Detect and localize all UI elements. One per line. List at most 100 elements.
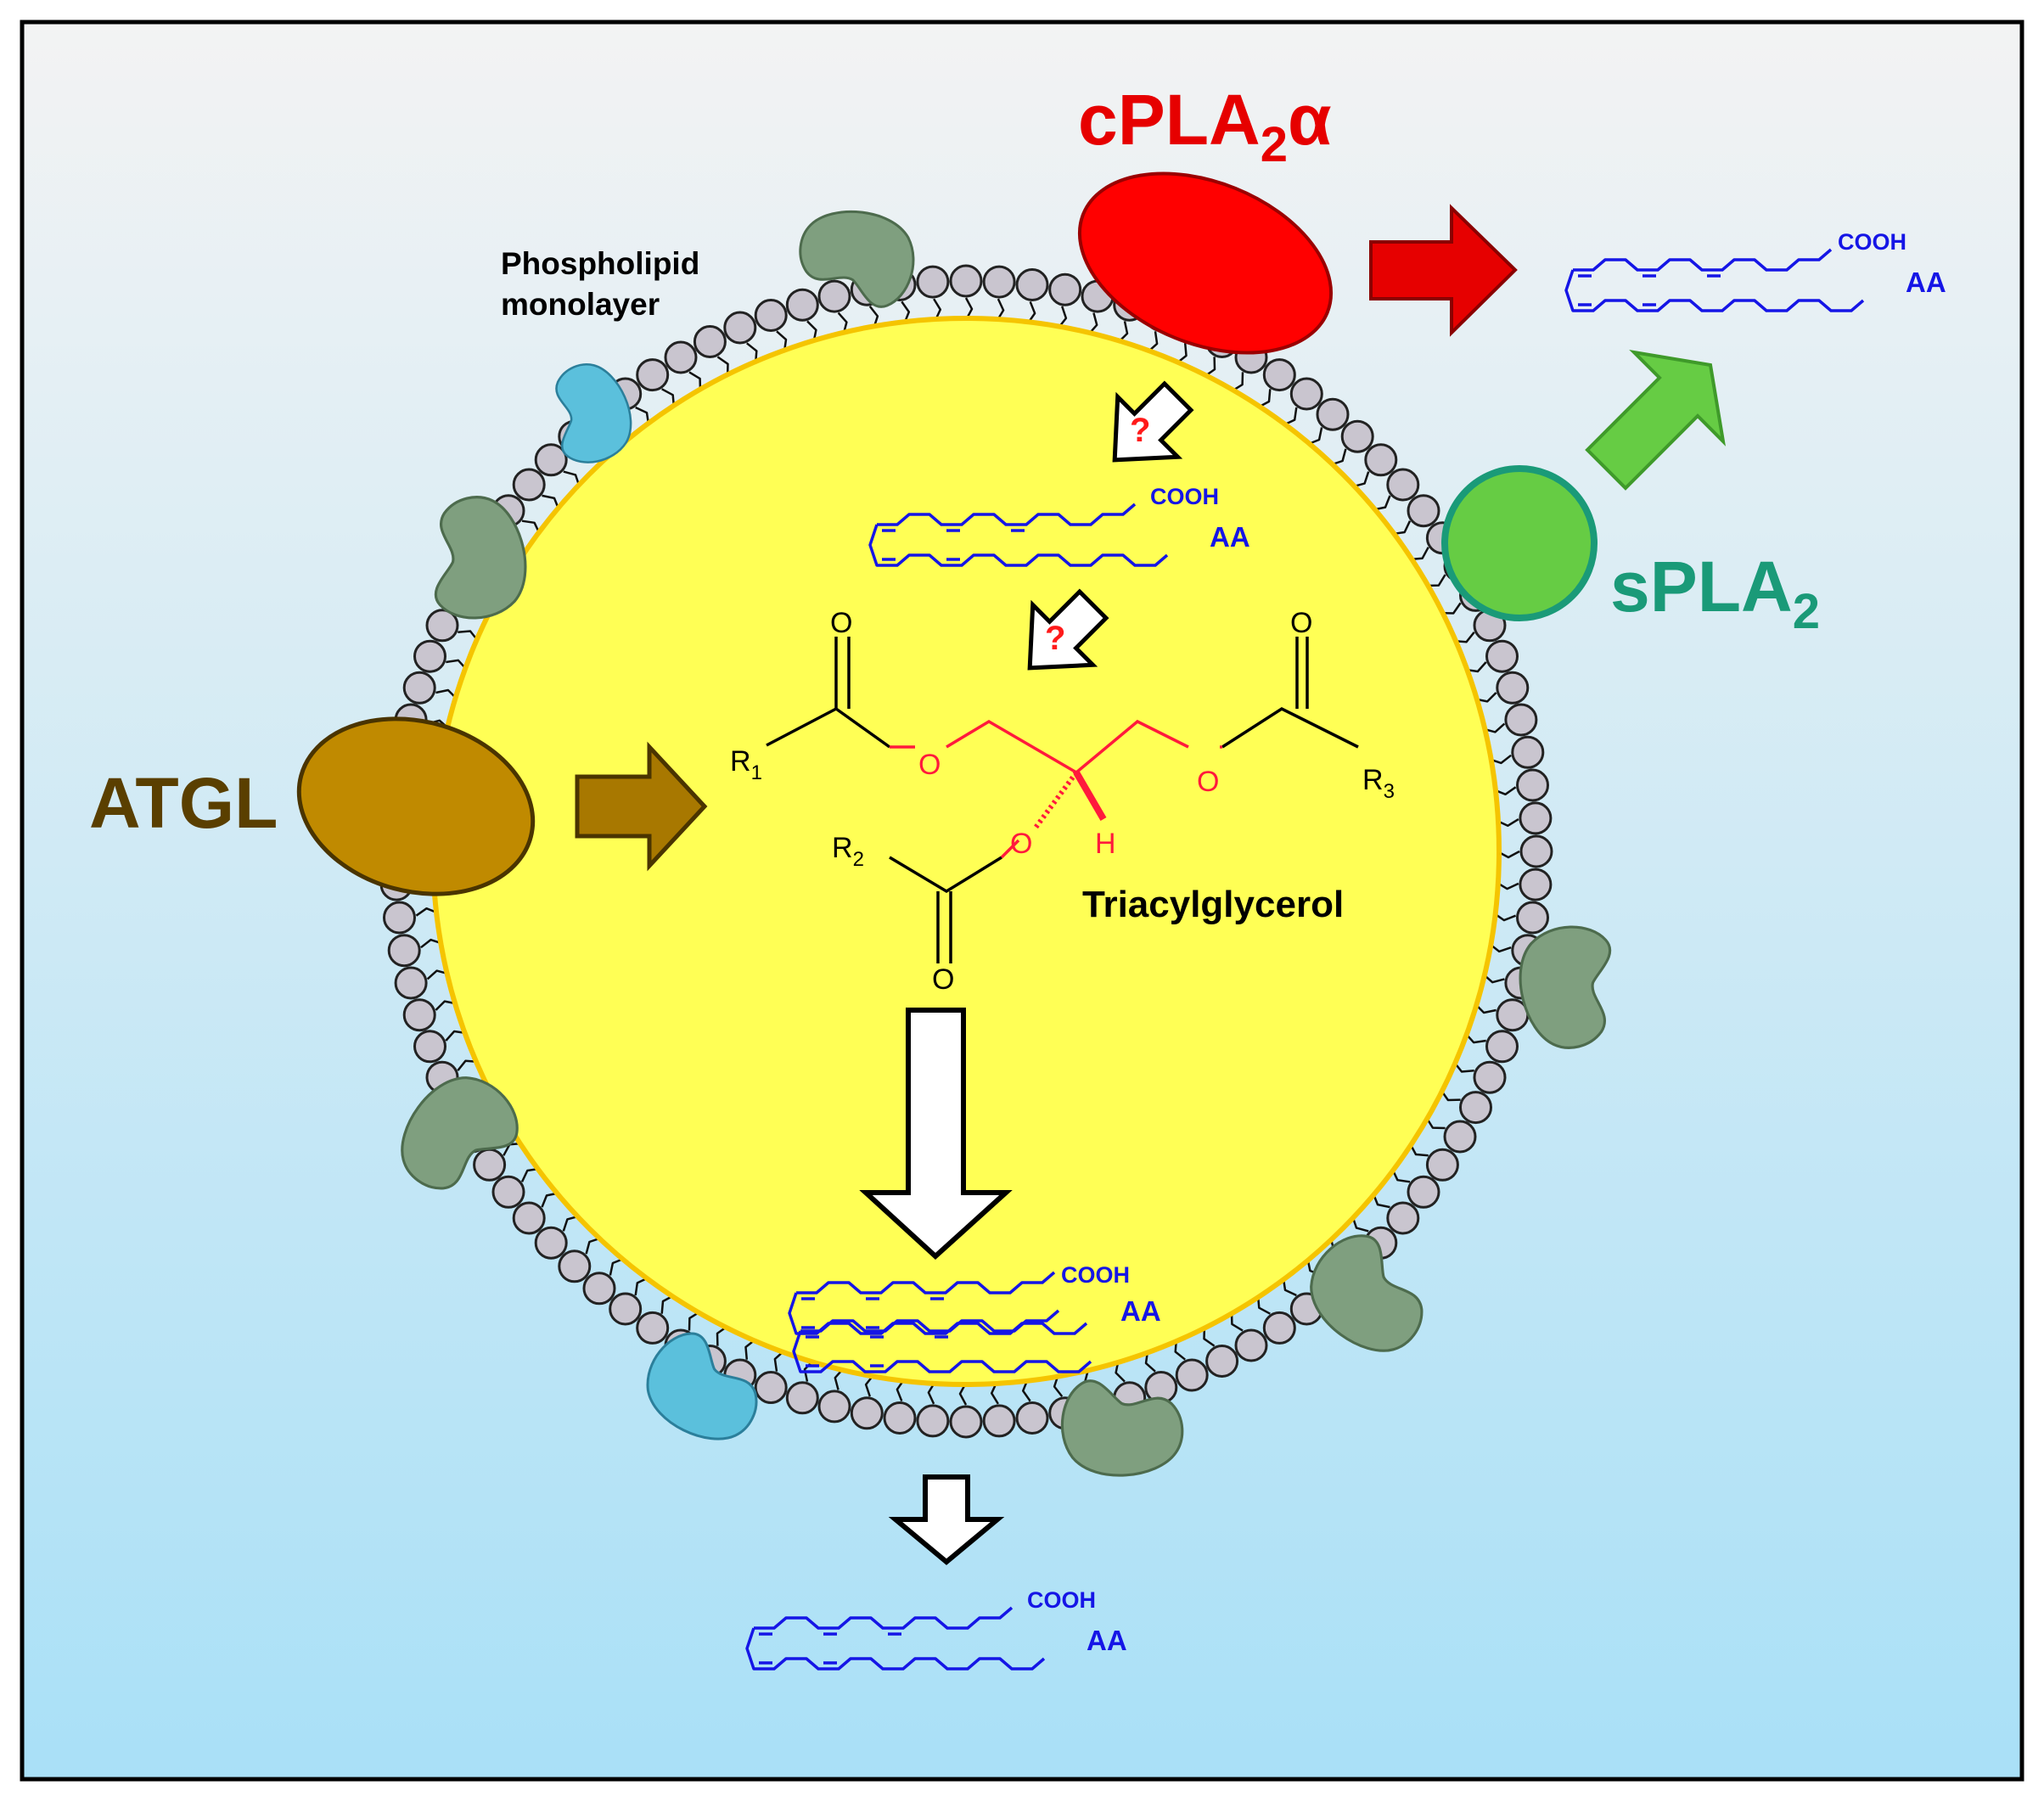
- atom-o-carbonyl-3: O: [1290, 607, 1312, 639]
- phospholipid-head: [582, 1272, 616, 1306]
- atgl-label: ATGL: [89, 763, 278, 843]
- phospholipid-head: [817, 279, 851, 313]
- atom-r2: R2: [832, 832, 864, 871]
- phospholipid-head: [916, 1404, 950, 1438]
- phospholipid-head: [982, 1404, 1016, 1438]
- phospholipid-head: [1262, 1311, 1296, 1345]
- phospholipid-head: [1459, 1091, 1492, 1125]
- triacylglycerol-label: Triacylglycerol: [1082, 884, 1344, 925]
- phospholipid-head: [1048, 272, 1082, 306]
- question-mark-2: ?: [1045, 620, 1065, 657]
- atom-r3: R3: [1362, 764, 1395, 803]
- phospholipid-head: [883, 1401, 917, 1435]
- phospholipid-head: [413, 639, 446, 673]
- phospholipid-head: [534, 1226, 568, 1260]
- phospholipid-head: [817, 1390, 851, 1424]
- svg-text:AA: AA: [1906, 267, 1946, 298]
- triacylglycerol-structure: R1 R3 R2 O O O O O O H: [730, 607, 1395, 996]
- phospholipid-head: [387, 934, 421, 968]
- phospholipid-head: [1015, 1401, 1049, 1435]
- atom-h: H: [1095, 828, 1116, 860]
- phospholipid-head: [1519, 834, 1553, 868]
- phospholipid-head: [1340, 419, 1374, 453]
- phospholipid-head: [982, 265, 1016, 299]
- phospholipid-head: [664, 340, 698, 374]
- atom-o-ester-2: O: [1010, 828, 1032, 860]
- phospholipid-head: [949, 264, 983, 298]
- aa-molecule-top-right: COOH AA: [1564, 229, 1946, 312]
- phospholipid-head: [636, 358, 670, 392]
- phospholipid-head: [636, 1311, 670, 1345]
- down-arrow-small: [888, 1474, 1005, 1565]
- phospholipid-head: [1519, 868, 1553, 901]
- svg-text:COOH: COOH: [1838, 229, 1906, 255]
- phospholipid-head: [1516, 768, 1549, 802]
- atom-o-ester-3: O: [1197, 766, 1219, 798]
- svg-text:COOH: COOH: [1061, 1262, 1130, 1288]
- phospholipid-head: [1234, 1328, 1268, 1362]
- phospholipid-head: [402, 671, 436, 705]
- phospholipid-head: [693, 325, 727, 358]
- phospholipid-head: [785, 1381, 819, 1415]
- cpla2-label: cPLA2α: [1078, 80, 1332, 172]
- phospholipid-head: [1364, 443, 1398, 477]
- phospholipid-head: [473, 1148, 507, 1182]
- phospholipid-head: [1407, 494, 1440, 528]
- phospholipid-head: [1205, 1345, 1239, 1378]
- phospholipid-head: [491, 1175, 525, 1209]
- spla2-release-arrow: [1585, 350, 1726, 491]
- phospholipid-head: [850, 1396, 884, 1430]
- uncertain-arrow-1: ?: [1112, 380, 1194, 463]
- atom-o-ester-1: O: [918, 749, 941, 781]
- uncertain-arrow-2: ?: [1027, 588, 1109, 671]
- question-mark-1: ?: [1130, 412, 1150, 449]
- phospholipid-head: [394, 966, 428, 1000]
- phospholipid-head: [1425, 1148, 1459, 1182]
- phospholipid-head: [1473, 1060, 1507, 1094]
- aa-molecule-lower-1: COOH: [788, 1262, 1130, 1335]
- phospholipid-head: [413, 1030, 446, 1064]
- phospholipid-head: [1443, 1120, 1477, 1154]
- phospholipid-head: [534, 443, 568, 477]
- svg-text:COOH: COOH: [1150, 484, 1219, 509]
- svg-text:COOH: COOH: [1027, 1587, 1096, 1613]
- phospholipid-head: [425, 609, 459, 643]
- phospholipid-head: [1316, 397, 1350, 431]
- spla2-enzyme: [1441, 465, 1598, 621]
- phospholipid-head: [558, 1249, 592, 1283]
- aa-molecule-bottom: COOH AA: [745, 1587, 1127, 1671]
- phospholipid-head: [754, 299, 788, 332]
- atom-o-carbonyl-1: O: [830, 607, 852, 639]
- phospholipid-head: [785, 288, 819, 322]
- atgl-arrow: [575, 741, 708, 872]
- phospholipid-head: [1504, 703, 1538, 737]
- atom-o-carbonyl-2: O: [932, 963, 954, 996]
- phospholipid-head: [949, 1405, 983, 1439]
- phospholipid-head: [1289, 377, 1323, 411]
- phospholipid-head: [1519, 801, 1553, 835]
- phospholipid-head: [1485, 1030, 1519, 1064]
- phospholipid-head: [512, 1201, 546, 1235]
- spla2-label: sPLA2: [1610, 547, 1820, 639]
- down-arrow-large: [859, 1008, 1013, 1261]
- phospholipid-head: [1516, 901, 1549, 935]
- phospholipid-head: [723, 311, 757, 345]
- cpla2-enzyme: [1077, 171, 1334, 355]
- svg-text:AA: AA: [1120, 1295, 1161, 1327]
- phospholipid-head: [1407, 1175, 1440, 1209]
- svg-text:AA: AA: [1087, 1625, 1127, 1656]
- phospholipid-head: [916, 265, 950, 299]
- phospholipid-head: [1511, 735, 1545, 769]
- phospholipid-head: [1262, 358, 1296, 392]
- aa-molecule-lower-2: AA: [792, 1295, 1161, 1373]
- cpla2-release-arrow: [1369, 204, 1518, 337]
- phospholipid-head: [512, 468, 546, 502]
- atom-r1: R1: [730, 745, 762, 784]
- phospholipid-head: [754, 1371, 788, 1404]
- atgl-enzyme: [296, 716, 536, 896]
- phospholipid-head: [402, 998, 436, 1032]
- phospholipid-head: [1386, 1201, 1420, 1235]
- phospholipid-head: [1386, 468, 1420, 502]
